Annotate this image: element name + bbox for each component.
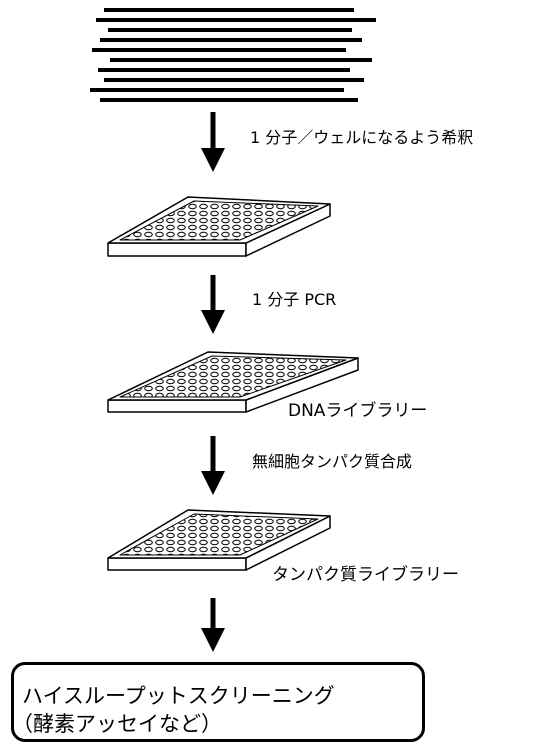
protein-library-label: タンパク質ライブラリー: [272, 565, 459, 585]
dna-library-label: DNAライブラリー: [288, 401, 428, 421]
arrow-4: [201, 598, 225, 652]
screening-title: ハイスループットスクリーニング: [22, 684, 335, 708]
arrow-1: [201, 112, 225, 172]
step-label-dilution: 1 分子／ウェルになるよう希釈: [250, 128, 474, 147]
arrow-3: [201, 436, 225, 495]
screening-box: [11, 662, 425, 742]
screening-subtitle: （酵素アッセイなど）: [12, 712, 222, 736]
step-label-protein-synthesis: 無細胞タンパク質合成: [252, 452, 413, 471]
microplate-3: [107, 509, 331, 571]
microplate-1: [107, 196, 331, 257]
microplate-2: [107, 351, 359, 413]
dna-strands: [90, 8, 376, 102]
step-label-pcr: 1 分子 PCR: [252, 290, 337, 309]
arrow-2: [201, 275, 225, 334]
